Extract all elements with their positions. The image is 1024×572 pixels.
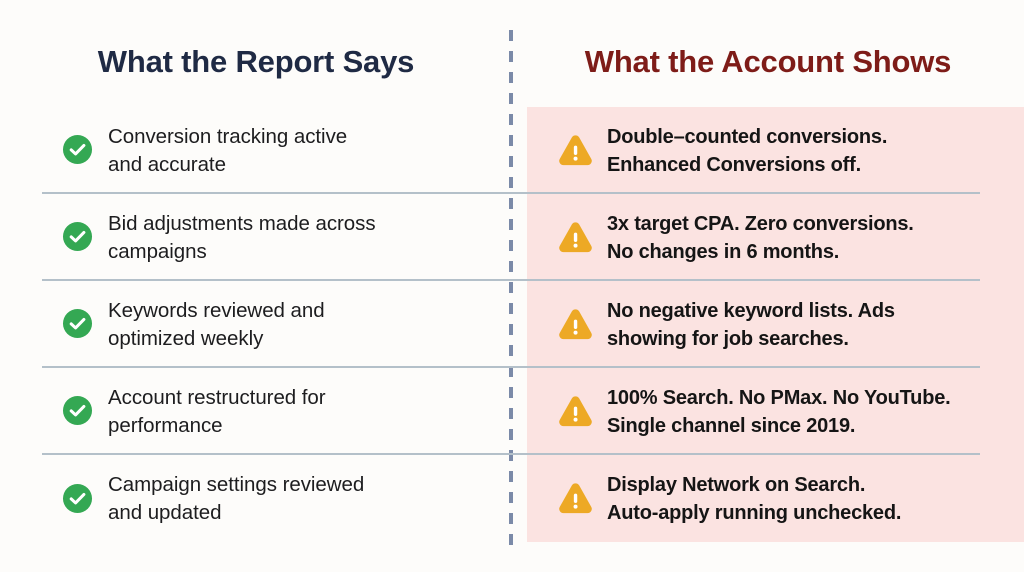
report-says-line-2: optimized weekly bbox=[108, 326, 264, 350]
check-circle-icon bbox=[62, 483, 93, 514]
account-shows-text: Display Network on Search. Auto-apply ru… bbox=[607, 471, 901, 527]
report-says-text: Keywords reviewed and optimized weekly bbox=[108, 297, 325, 353]
heading-cell-right: What the Account Shows bbox=[512, 32, 1024, 92]
account-shows-line-1: 3x target CPA. Zero conversions. bbox=[607, 212, 914, 235]
comparison-row: Keywords reviewed and optimized weekly N… bbox=[0, 281, 1024, 368]
vertical-dashed-divider bbox=[509, 30, 513, 545]
report-says-text: Campaign settings reviewed and updated bbox=[108, 471, 364, 527]
row-separator bbox=[42, 279, 980, 281]
report-says-line-1: Campaign settings reviewed bbox=[108, 473, 365, 496]
check-circle-icon bbox=[62, 395, 93, 426]
warning-triangle-icon bbox=[558, 221, 593, 254]
account-shows-line-2: Single channel since 2019. bbox=[607, 414, 856, 437]
account-shows-text: 100% Search. No PMax. No YouTube. Single… bbox=[607, 384, 951, 440]
report-says-line-2: and accurate bbox=[108, 152, 226, 176]
warning-triangle-icon bbox=[558, 483, 593, 515]
check-circle-icon bbox=[62, 134, 93, 165]
report-says-cell: Conversion tracking active and accurate bbox=[0, 107, 512, 194]
account-shows-cell: No negative keyword lists. Ads showing f… bbox=[512, 281, 1024, 368]
report-says-line-1: Conversion tracking active bbox=[108, 124, 348, 148]
heading-cell-left: What the Report Says bbox=[0, 32, 512, 92]
comparison-rows: Conversion tracking active and accurate … bbox=[0, 107, 1024, 543]
report-says-heading: What the Report Says bbox=[97, 44, 415, 79]
account-shows-line-2: showing for job searches. bbox=[607, 327, 849, 350]
account-shows-cell: 100% Search. No PMax. No YouTube. Single… bbox=[512, 368, 1024, 455]
report-says-cell: Bid adjustments made across campaigns bbox=[0, 194, 512, 281]
report-says-line-1: Account restructured for bbox=[108, 385, 326, 409]
account-shows-cell: Double–counted conversions. Enhanced Con… bbox=[512, 107, 1024, 194]
row-separator bbox=[42, 192, 980, 194]
account-shows-cell: Display Network on Search. Auto-apply ru… bbox=[512, 455, 1024, 543]
report-says-cell: Keywords reviewed and optimized weekly bbox=[0, 281, 512, 368]
account-shows-line-1: No negative keyword lists. Ads bbox=[607, 299, 895, 322]
report-says-line-2: performance bbox=[108, 413, 223, 437]
check-circle-icon bbox=[62, 221, 93, 252]
report-says-text: Bid adjustments made across campaigns bbox=[108, 210, 376, 266]
comparison-row: Bid adjustments made across campaigns 3x… bbox=[0, 194, 1024, 281]
report-says-line-2: campaigns bbox=[108, 239, 207, 263]
account-shows-text: No negative keyword lists. Ads showing f… bbox=[607, 297, 895, 353]
warning-triangle-icon bbox=[558, 308, 593, 341]
warning-triangle-icon bbox=[558, 134, 593, 167]
account-shows-line-2: Enhanced Conversions off. bbox=[607, 153, 861, 176]
comparison-row: Campaign settings reviewed and updated D… bbox=[0, 455, 1024, 543]
account-shows-line-1: Display Network on Search. bbox=[607, 474, 866, 496]
comparison-row: Conversion tracking active and accurate … bbox=[0, 107, 1024, 194]
report-says-line-1: Keywords reviewed and bbox=[108, 298, 325, 322]
report-says-cell: Campaign settings reviewed and updated bbox=[0, 455, 512, 543]
row-separator bbox=[42, 453, 980, 455]
account-shows-panel-background bbox=[527, 107, 1024, 542]
account-shows-text: Double–counted conversions. Enhanced Con… bbox=[607, 123, 887, 179]
account-shows-line-1: 100% Search. No PMax. No YouTube. bbox=[607, 386, 951, 409]
report-says-line-1: Bid adjustments made across bbox=[108, 211, 376, 235]
account-shows-line-2: No changes in 6 months. bbox=[607, 240, 840, 263]
account-shows-line-1: Double–counted conversions. bbox=[607, 125, 888, 148]
report-says-text: Account restructured for performance bbox=[108, 384, 326, 440]
column-headings: What the Report Says What the Account Sh… bbox=[0, 32, 1024, 92]
check-circle-icon bbox=[62, 308, 93, 339]
account-shows-heading: What the Account Shows bbox=[584, 44, 952, 79]
row-separator bbox=[42, 366, 980, 368]
account-shows-line-2: Auto-apply running unchecked. bbox=[607, 502, 902, 524]
report-says-cell: Account restructured for performance bbox=[0, 368, 512, 455]
comparison-row: Account restructured for performance 100… bbox=[0, 368, 1024, 455]
warning-triangle-icon bbox=[558, 395, 593, 428]
report-says-line-2: and updated bbox=[108, 501, 222, 524]
account-shows-text: 3x target CPA. Zero conversions. No chan… bbox=[607, 210, 914, 266]
report-says-text: Conversion tracking active and accurate bbox=[108, 123, 347, 179]
account-shows-cell: 3x target CPA. Zero conversions. No chan… bbox=[512, 194, 1024, 281]
